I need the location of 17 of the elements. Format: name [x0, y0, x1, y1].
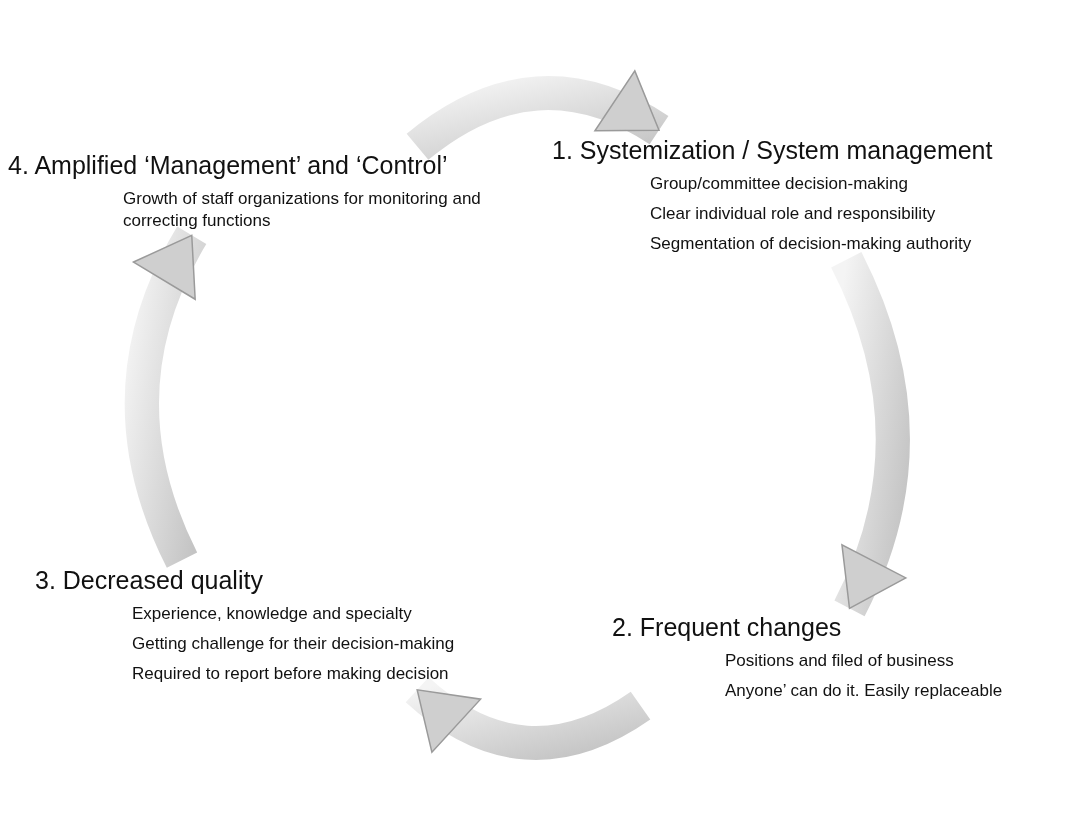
curved-arrow	[406, 676, 650, 760]
stage-note: Clear individual role and responsibility	[650, 203, 936, 225]
curved-arrow	[125, 227, 207, 568]
stage-note: Required to report before making decision	[132, 663, 449, 685]
stage-note: Segmentation of decision-making authority	[650, 233, 972, 255]
stage-note: Getting challenge for their decision-making	[132, 633, 455, 655]
curved-arrow	[830, 252, 910, 616]
stage-note: Growth of staff organizations for monitoring and correcting functions	[123, 188, 482, 232]
stage-note: Experience, knowledge and specialty	[132, 603, 412, 625]
stage-note: Group/committee decision-making	[650, 173, 908, 195]
stage-heading: 3. Decreased quality	[35, 565, 263, 595]
curved-arrow	[407, 71, 668, 161]
stage-note: Anyone’ can do it. Easily replaceable	[725, 680, 1003, 702]
stage-note: Positions and filed of business	[725, 650, 954, 672]
stage-heading: 1. Systemization / System management	[552, 135, 993, 165]
stage-heading: 4. Amplified ‘Management’ and ‘Control’	[8, 150, 448, 180]
stage-heading: 2. Frequent changes	[612, 612, 842, 642]
